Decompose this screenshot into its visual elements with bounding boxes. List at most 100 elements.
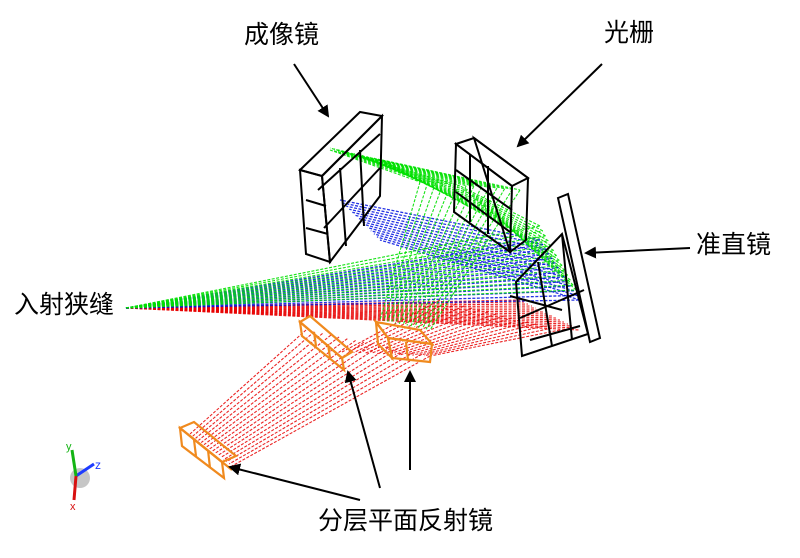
- ray-line: [479, 202, 555, 252]
- ray-line: [125, 269, 565, 309]
- ray-line: [483, 205, 557, 256]
- ray-line: [125, 289, 577, 309]
- ray-line: [467, 192, 546, 237]
- ray-line: [421, 188, 506, 329]
- ray-line: [203, 338, 348, 446]
- ray-line: [379, 239, 581, 301]
- ray-line: [429, 189, 521, 331]
- ray-line: [125, 303, 529, 309]
- ray-line: [217, 346, 389, 456]
- ray-line: [394, 184, 452, 324]
- ray-line: [417, 187, 498, 328]
- ray-line: [345, 152, 451, 185]
- grating-label: 光栅: [604, 18, 655, 47]
- ray-line: [365, 156, 490, 189]
- ray-line: [347, 301, 449, 353]
- ray-line: [341, 299, 441, 353]
- ray-line: [365, 307, 473, 354]
- ray-line: [346, 205, 547, 250]
- ray-line: [125, 279, 571, 309]
- ray-line: [125, 253, 550, 309]
- ray-line: [125, 240, 549, 309]
- ray-line: [125, 225, 541, 309]
- ray-line: [355, 214, 556, 264]
- ray-line: [212, 343, 373, 452]
- ray-line: [125, 274, 568, 309]
- red-ray-bundle: [125, 299, 581, 467]
- imaging-mirror-frame: [298, 110, 385, 265]
- ray-line: [329, 149, 421, 183]
- axis-z-label: z: [95, 458, 101, 472]
- ray-line: [125, 294, 577, 309]
- fold-mirrors-label: 分层平面反射镜: [318, 506, 494, 535]
- ray-line: [125, 284, 574, 309]
- ray-line: [379, 181, 421, 321]
- imaging-mirror-arrow: [293, 63, 330, 118]
- grating-arrow: [516, 63, 603, 148]
- ray-line: [125, 307, 557, 319]
- ray-line: [418, 325, 545, 357]
- ray-line: [125, 259, 560, 309]
- ray-line: [406, 321, 529, 356]
- ray-line: [414, 187, 490, 328]
- ray-line: [339, 199, 541, 241]
- ray-line: [391, 183, 444, 323]
- fold-mirror-upper-right: [373, 318, 435, 364]
- ray-line: [223, 350, 406, 461]
- ray-line: [387, 183, 436, 322]
- ray-line: [220, 348, 398, 458]
- fold-mirror-lower: [177, 420, 239, 481]
- ray-line: [125, 257, 553, 309]
- ray-line: [206, 339, 356, 448]
- ray-line: [471, 195, 549, 242]
- ray-line: [410, 186, 483, 327]
- imaging-mirror-label: 成像镜: [244, 20, 320, 49]
- ray-line: [195, 333, 323, 439]
- ray-line: [125, 230, 543, 309]
- collimator-label: 准直镜: [696, 230, 772, 259]
- ray-line: [424, 327, 553, 357]
- collimator-frame: [509, 192, 602, 358]
- leader-arrows: [228, 63, 691, 501]
- ray-line: [341, 151, 444, 185]
- ray-line: [376, 236, 578, 297]
- ray-line: [226, 352, 414, 463]
- ray-line: [214, 345, 381, 454]
- axis-x-label: x: [70, 501, 76, 513]
- ray-line: [412, 323, 537, 356]
- ray-line: [125, 245, 552, 309]
- ray-line: [125, 307, 553, 317]
- grating-frame: [452, 135, 530, 254]
- fold-mirror-upper-left: [298, 314, 354, 373]
- ray-line: [388, 315, 505, 355]
- ray-line: [381, 159, 521, 191]
- ray-line: [125, 307, 577, 329]
- ray-line: [367, 227, 568, 283]
- ray-line: [125, 264, 563, 309]
- ray-line: [383, 182, 429, 321]
- ray-line: [406, 186, 475, 326]
- fold-mirror-arrow-1: [344, 370, 381, 489]
- ray-line: [398, 184, 459, 325]
- ray-line: [125, 254, 557, 309]
- axis-triad-icon: z x y: [66, 441, 101, 513]
- ray-line: [125, 299, 581, 309]
- ray-line: [125, 307, 581, 331]
- ray-line: [192, 331, 315, 437]
- ray-line: [402, 185, 467, 325]
- ray-line: [125, 235, 546, 309]
- ray-line: [189, 329, 307, 435]
- ray-line: [198, 334, 332, 441]
- fold-mirror-arrow-3: [228, 463, 361, 501]
- collimator-arrow: [584, 246, 691, 259]
- entrance-slit-label: 入射狭缝: [14, 290, 115, 319]
- ray-line: [511, 229, 577, 291]
- ray-line: [228, 353, 423, 465]
- ray-line: [361, 220, 562, 273]
- ray-line: [429, 329, 561, 357]
- ray-line: [370, 230, 571, 287]
- ray-line: [200, 336, 340, 443]
- ray-line: [231, 355, 431, 467]
- axis-y-label: y: [66, 441, 72, 453]
